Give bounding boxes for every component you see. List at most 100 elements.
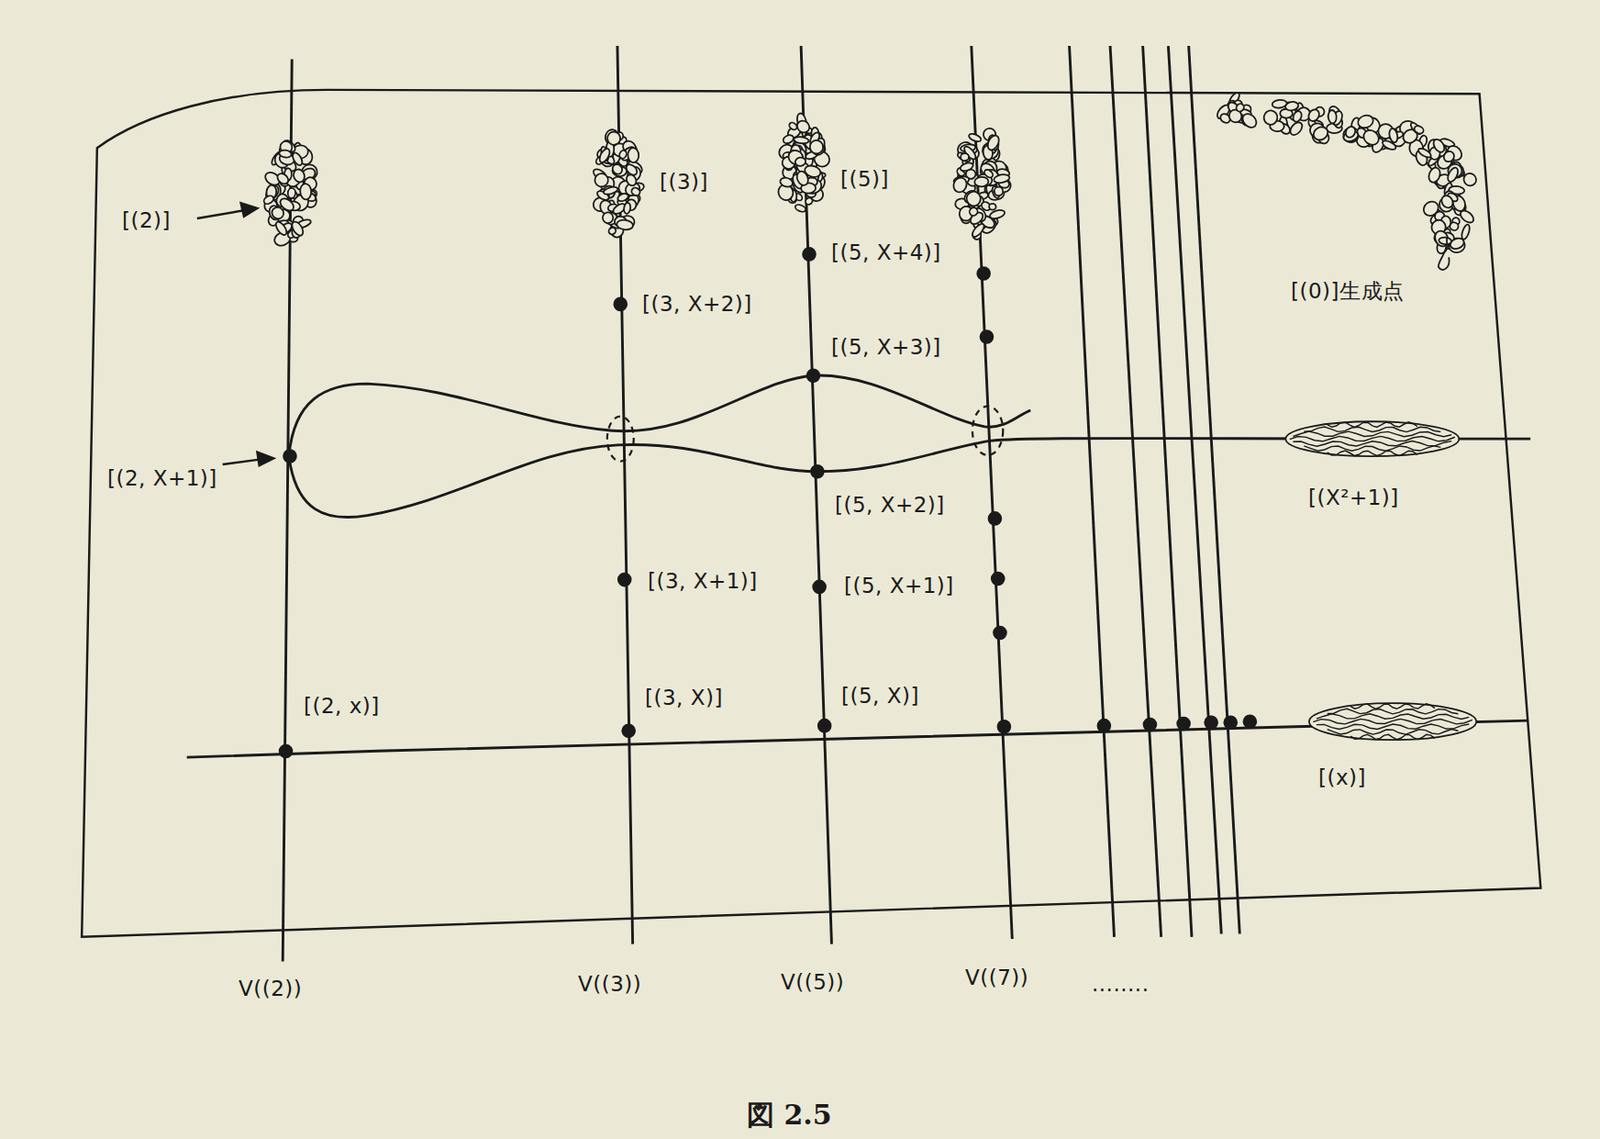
- point-label: [(5, X+3)]: [829, 334, 944, 359]
- point-label: [(5, X)]: [839, 683, 922, 708]
- blob-loop: [804, 196, 814, 206]
- blob-loop: [1431, 137, 1447, 155]
- blob-loop: [988, 203, 997, 211]
- point-label: ........: [1089, 971, 1152, 996]
- leader-arrows: [197, 202, 274, 466]
- blob-loop: [778, 176, 794, 189]
- blob-loop: [602, 211, 614, 223]
- fibre-label: V((3)): [576, 971, 644, 996]
- blob-wave: [1292, 431, 1452, 437]
- blob-loop: [1355, 112, 1375, 130]
- blob-loop: [627, 147, 640, 164]
- blob-loop: [794, 118, 812, 135]
- blob-loop: [1271, 99, 1288, 110]
- blob-wave: [1327, 450, 1418, 456]
- blob-wave: [1327, 422, 1418, 428]
- generic-point-blobs: [262, 90, 1479, 740]
- blob-wave: [1303, 426, 1441, 433]
- blob-loop: [1234, 101, 1246, 113]
- blob-wave: [1327, 708, 1459, 714]
- plane-frame: [81, 89, 1541, 937]
- fibre-line: [1188, 45, 1241, 934]
- fibre-label: V((7)): [963, 965, 1031, 989]
- blob-loop: [274, 220, 289, 237]
- blob-loop: [1327, 110, 1337, 124]
- blob-loop: [278, 149, 292, 159]
- blob-loop: [974, 176, 989, 187]
- point-label: [(2, x)]: [301, 693, 382, 718]
- blob-loop: [622, 201, 632, 214]
- blob-wave: [1327, 729, 1459, 735]
- blob-wave: [1350, 733, 1435, 739]
- blob-loop: [607, 225, 617, 235]
- point-label: [(3)]: [657, 169, 711, 194]
- blob-loop: [1291, 110, 1304, 123]
- blob-loop: [630, 186, 642, 198]
- blob-loop: [291, 167, 307, 184]
- blob-loop: [262, 193, 276, 206]
- point-label: [(3, X+2)]: [640, 291, 755, 316]
- blob-loop: [618, 149, 628, 160]
- blob-loop: [1439, 193, 1456, 211]
- blob-loop: [602, 185, 619, 196]
- blob-loop: [1388, 127, 1400, 144]
- figure-caption: 図 2.5: [743, 1096, 836, 1134]
- fibre-label: V((5)): [778, 969, 846, 994]
- blob-loop: [604, 129, 623, 147]
- blob-loop: [1417, 146, 1434, 159]
- blob-loop: [1240, 111, 1260, 131]
- blob-loop: [289, 220, 306, 238]
- frame: [81, 89, 1541, 937]
- blob-loop: [967, 206, 979, 218]
- blob-wave: [1292, 441, 1452, 447]
- blob-loop: [1306, 107, 1322, 123]
- blob-loop: [794, 169, 811, 188]
- point-label: [(5, X+1)]: [842, 573, 956, 598]
- blob-loop: [290, 151, 304, 167]
- blob-loop: [993, 173, 1012, 185]
- blob-loop: [794, 156, 807, 167]
- point-label: [(5)]: [838, 166, 891, 191]
- fibre-line: [971, 45, 1012, 939]
- blob-loop: [781, 133, 795, 145]
- point-label: [(0)]生成点: [1288, 278, 1407, 303]
- dashed-ring: [607, 416, 634, 462]
- blob-loop: [993, 186, 1004, 197]
- blob-loop: [287, 188, 296, 200]
- point-label: [(2)]: [120, 208, 173, 233]
- blob-loop: [1438, 236, 1453, 245]
- fibre-line: [1069, 45, 1115, 937]
- fibre-label: V((2)): [236, 976, 304, 1000]
- blob-loop: [1421, 198, 1442, 219]
- blob-loop: [1288, 120, 1305, 137]
- blob-loop: [275, 171, 290, 187]
- blob-loop: [793, 135, 810, 145]
- blob-loop: [1262, 109, 1278, 126]
- blob-wave: [1316, 723, 1469, 730]
- blob-wave: [1303, 445, 1441, 451]
- blob-loop: [597, 146, 612, 164]
- blob-loop: [1445, 166, 1460, 184]
- blob-loop: [951, 175, 969, 194]
- blob-loop: [960, 153, 970, 162]
- blob-loop: [794, 203, 807, 214]
- x2-plus-1-curve: [288, 375, 1031, 456]
- dashed-ring: [972, 406, 1003, 456]
- blob-loop: [970, 222, 987, 239]
- point-label: [(X²+1)]: [1306, 485, 1401, 510]
- fibres: [187, 45, 1532, 961]
- point-label: [(5, X+4)]: [829, 240, 944, 265]
- blob-loop: [965, 189, 983, 208]
- blob-loop: [593, 172, 609, 188]
- blob-loop: [277, 196, 296, 213]
- blob-loop: [982, 167, 994, 179]
- blob-wave: [1312, 718, 1472, 723]
- blob-loop: [624, 172, 639, 188]
- blob-loop: [1412, 124, 1425, 135]
- blob-loop: [985, 133, 1001, 153]
- blob-loop: [286, 188, 300, 200]
- blob-loop: [785, 147, 806, 168]
- blob-wave: [1316, 713, 1469, 720]
- blob-loop: [616, 219, 634, 232]
- blob-loop: [611, 162, 625, 177]
